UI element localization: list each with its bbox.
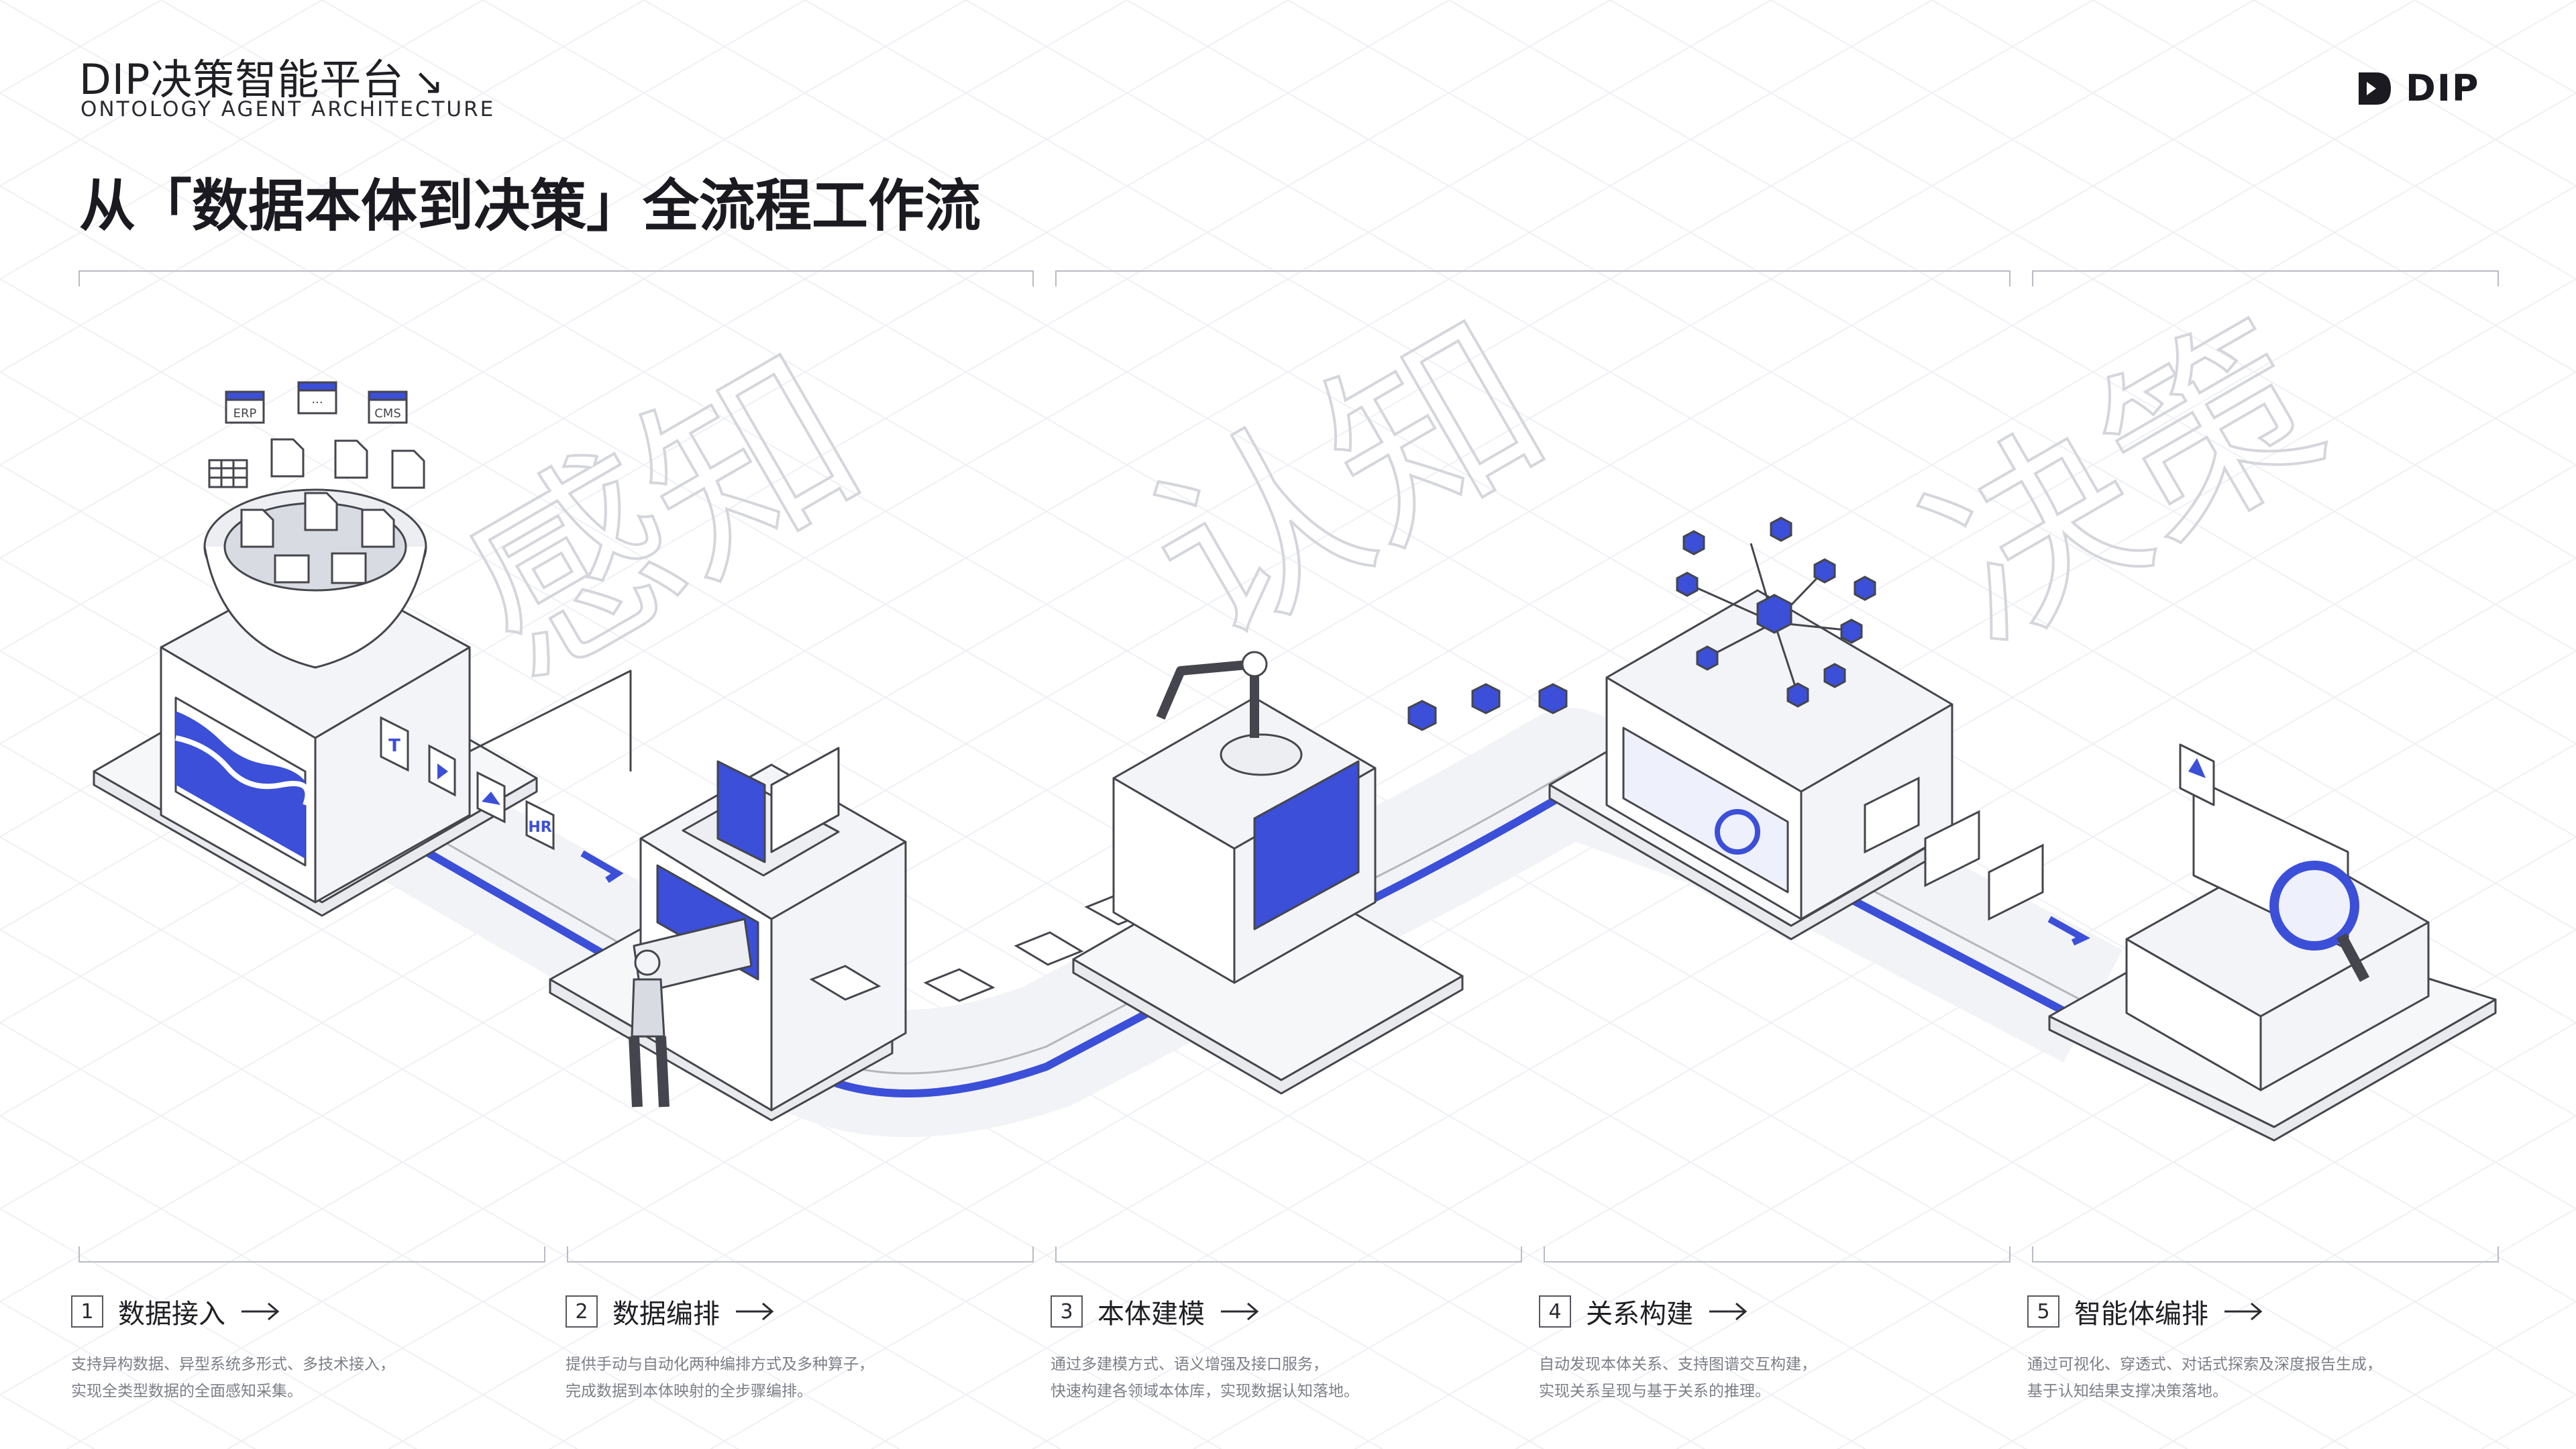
hr-tile-label: HR bbox=[528, 819, 551, 836]
section-bracket-perception bbox=[78, 270, 1034, 286]
step-bracket-2 bbox=[567, 1246, 1034, 1263]
step-title: 关系构建 bbox=[1586, 1299, 1693, 1330]
step-title: 本体建模 bbox=[1097, 1299, 1205, 1330]
step-description: 自动发现本体关系、支持图谱交互构建， 实现关系呈现与基于关系的推理。 bbox=[1539, 1356, 1817, 1400]
step-number: 4 bbox=[1539, 1295, 1571, 1328]
arrow-down-right-icon: ↘ bbox=[413, 60, 445, 103]
erp-label: ERP bbox=[233, 407, 257, 421]
step-bracket-1 bbox=[78, 1246, 545, 1263]
arrow-right-icon bbox=[736, 1302, 774, 1321]
step-description: 通过可视化、穿透式、对话式探索及深度报告生成， 基于认知结果支撑决策落地。 bbox=[2027, 1356, 2382, 1400]
step-description: 通过多建模方式、语义增强及接口服务， 快速构建各领域本体库，实现数据认知落地。 bbox=[1051, 1356, 1359, 1400]
operator-figure bbox=[629, 949, 669, 1108]
cms-label: CMS bbox=[374, 407, 401, 421]
arrow-right-icon bbox=[1709, 1302, 1748, 1321]
step-bracket-5 bbox=[2032, 1246, 2499, 1263]
belt-tiles-ingestion: T HR bbox=[380, 716, 624, 883]
step-agent-orchestration: 5 智能体编排 通过可视化、穿透式、对话式探索及深度报告生成， 基于认知结果支撑… bbox=[2027, 1292, 2443, 1405]
step-title: 数据接入 bbox=[118, 1299, 225, 1330]
dip-logo: DIP bbox=[2356, 67, 2480, 109]
step-title: 智能体编排 bbox=[2074, 1299, 2208, 1330]
platform-subtitle: ONTOLOGY AGENT ARCHITECTURE bbox=[80, 97, 496, 121]
section-bracket-decision bbox=[2032, 270, 2499, 286]
page-title: 从「数据本体到决策」全流程工作流 bbox=[79, 173, 981, 239]
station-agent-orchestration bbox=[2048, 743, 2497, 1142]
step-number: 5 bbox=[2027, 1295, 2059, 1328]
stage-word-cognition: 认知 bbox=[1114, 281, 1580, 685]
step-bracket-3 bbox=[1055, 1246, 1522, 1263]
arrow-right-icon bbox=[241, 1302, 280, 1321]
step-number: 1 bbox=[71, 1295, 103, 1328]
section-bracket-cognition bbox=[1055, 270, 2010, 286]
platform-title: DIP决策智能平台↘ bbox=[79, 55, 445, 104]
arrow-right-icon bbox=[1221, 1302, 1259, 1321]
stage-word-decision: 决策 bbox=[1892, 281, 2358, 685]
step-description: 支持异构数据、异型系统多形式、多技术接入， 实现全类型数据的全面感知采集。 bbox=[71, 1356, 395, 1400]
step-data-orchestration: 2 数据编排 提供手动与自动化两种编排方式及多种算子， 完成数据到本体映射的全步… bbox=[566, 1292, 981, 1405]
belt-screens bbox=[1864, 776, 2090, 946]
dip-logo-icon bbox=[2359, 72, 2391, 105]
step-ontology-modeling: 3 本体建模 通过多建模方式、语义增强及接口服务， 快速构建各领域本体库，实现数… bbox=[1051, 1292, 1466, 1405]
knowledge-graph bbox=[1676, 517, 1876, 708]
text-tile-label: T bbox=[388, 736, 400, 756]
logo-text: DIP bbox=[2406, 67, 2480, 109]
step-description: 提供手动与自动化两种编排方式及多种算子， 完成数据到本体映射的全步骤编排。 bbox=[566, 1356, 874, 1400]
belt-cubes bbox=[1407, 683, 1568, 731]
stage-word-perception: 感知 bbox=[430, 315, 896, 718]
step-data-ingestion: 1 数据接入 支持异构数据、异型系统多形式、多技术接入， 实现全类型数据的全面感… bbox=[71, 1292, 487, 1405]
dots-label: ··· bbox=[311, 396, 323, 410]
station-ontology-modeling bbox=[1072, 651, 1464, 1095]
step-number: 2 bbox=[566, 1295, 598, 1328]
step-bracket-4 bbox=[1544, 1246, 2010, 1263]
step-relationship-building: 4 关系构建 自动发现本体关系、支持图谱交互构建， 实现关系呈现与基于关系的推理… bbox=[1539, 1292, 1955, 1405]
data-source-icons: ERP ··· CMS bbox=[208, 381, 425, 584]
step-title: 数据编排 bbox=[612, 1299, 720, 1330]
step-number: 3 bbox=[1051, 1295, 1083, 1328]
arrow-right-icon bbox=[2224, 1302, 2263, 1321]
